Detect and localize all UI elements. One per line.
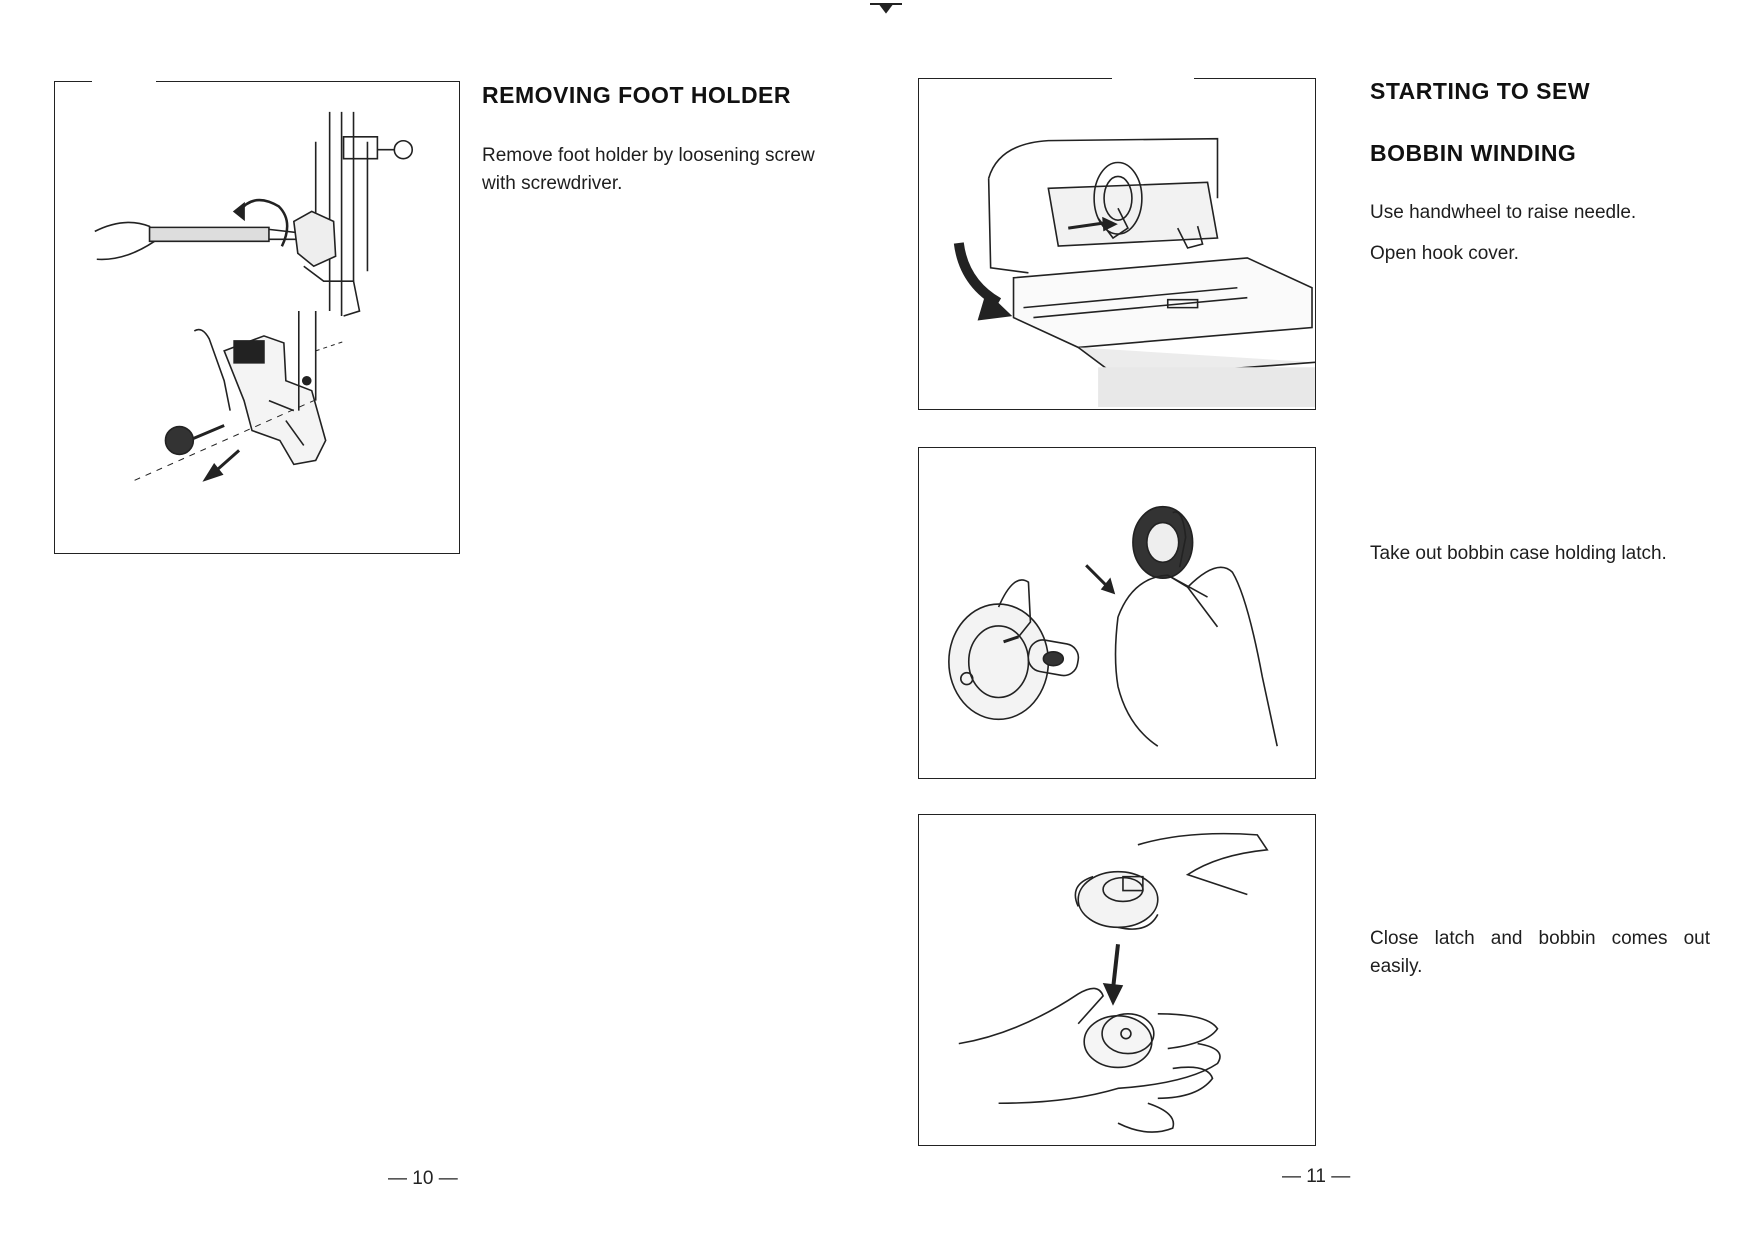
bobbin-removal-figure xyxy=(918,814,1316,1146)
removing-foot-holder-text: Remove foot holder by loosening screw wi… xyxy=(482,145,815,194)
step-1-line-2: Open hook cover. xyxy=(1370,243,1519,264)
page-number-right: — 11 — xyxy=(1282,1166,1351,1187)
starting-to-sew-heading: STARTING TO SEW xyxy=(1370,78,1591,104)
bobbin-case-latch-icon xyxy=(919,448,1315,778)
hook-cover-figure xyxy=(918,78,1316,410)
screwdriver-foot-holder-icon xyxy=(55,82,459,553)
step-2-text: Take out bobbin case holding latch. xyxy=(1370,543,1667,564)
hook-cover-icon xyxy=(919,79,1315,408)
page-number-left: — 10 — xyxy=(388,1168,458,1189)
binding-mark-icon xyxy=(870,0,902,16)
bobbin-case-figure xyxy=(918,447,1316,779)
step-3-text: Close latch and bobbin comes out easily. xyxy=(1370,928,1710,977)
step-1-line-1: Use handwheel to raise needle. xyxy=(1370,202,1637,223)
removing-foot-holder-heading: REMOVING FOOT HOLDER xyxy=(482,82,791,108)
bobbin-winding-heading: BOBBIN WINDING xyxy=(1370,140,1577,166)
foot-holder-figure xyxy=(54,81,460,554)
bobbin-removal-icon xyxy=(919,815,1315,1145)
